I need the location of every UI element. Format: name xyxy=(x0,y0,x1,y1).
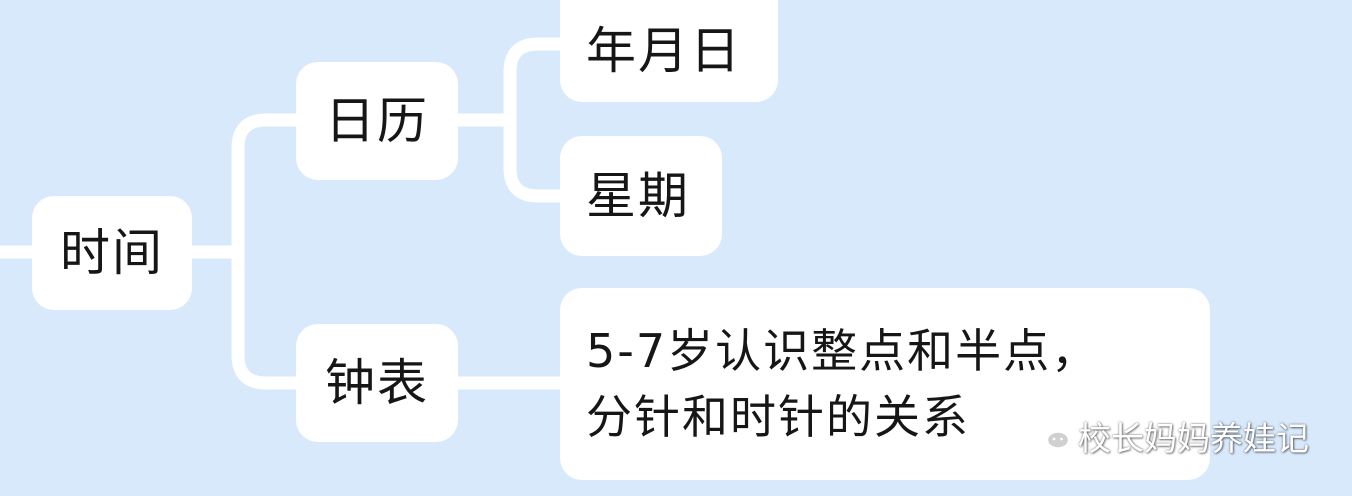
leaf-node-clock-note: 5-7岁认识整点和半点， 分针和时针的关系 xyxy=(560,288,1210,480)
leaf-clock-note-line-1: 5-7岁认识整点和半点， xyxy=(586,324,1100,378)
leaf-node-weekday: 星期 xyxy=(560,136,722,256)
branch-clock-label: 钟表 xyxy=(325,354,429,412)
connector-calendar-to-weekday xyxy=(503,113,569,203)
watermark-label: 校长妈妈养娃记 xyxy=(1078,419,1309,458)
connector-root-to-clock xyxy=(231,245,305,390)
branch-node-clock: 钟表 xyxy=(296,324,458,442)
branch-node-calendar: 日历 xyxy=(296,62,458,180)
leaf-node-date: 年月日 xyxy=(560,0,778,102)
connector-root-to-calendar xyxy=(183,113,305,259)
leaf-weekday-label: 星期 xyxy=(586,167,690,225)
root-node: 时间 xyxy=(32,196,192,310)
watermark: 校长妈妈养娃记 xyxy=(1028,412,1309,460)
branch-calendar-label: 日历 xyxy=(325,92,429,150)
leaf-date-label: 年月日 xyxy=(586,22,742,80)
connector-calendar-to-date xyxy=(449,37,569,127)
wechat-icon xyxy=(1029,421,1071,450)
root-node-label: 时间 xyxy=(60,224,164,282)
leaf-clock-note-line-2: 分针和时针的关系 xyxy=(586,390,970,444)
